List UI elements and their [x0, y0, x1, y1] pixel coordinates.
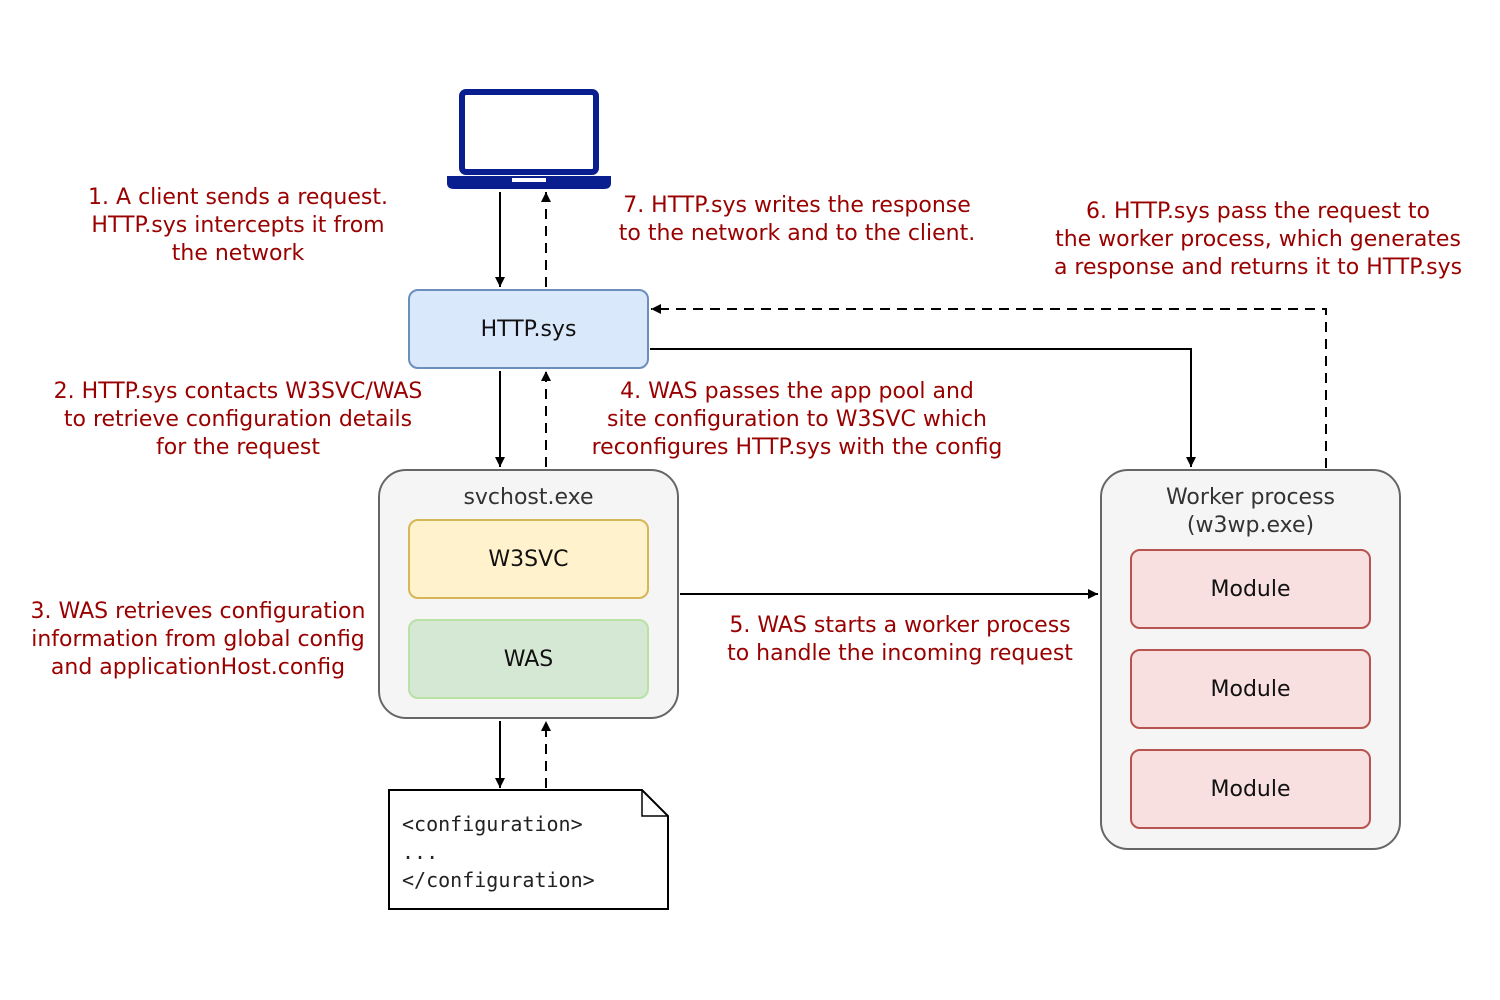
laptop-icon [447, 89, 611, 189]
config-document-shape [388, 789, 669, 910]
step-7-line: to the network and to the client. [618, 221, 976, 246]
config-document-fold [641, 790, 668, 817]
was-box[interactable]: WAS [408, 619, 649, 699]
step-3-note: 3. WAS retrieves configuration informati… [31, 598, 366, 682]
step-1-line: the network [171, 241, 305, 266]
module-box-3[interactable]: Module [1130, 749, 1371, 829]
step-1-line: HTTP.sys intercepts it from [91, 213, 385, 238]
step-6-note: 6. HTTP.sys pass the request to the work… [1054, 198, 1462, 282]
http-sys-label: HTTP.sys [480, 316, 577, 342]
step-7-note: 7. HTTP.sys writes the response to the n… [619, 192, 976, 248]
config-document-text: <configuration>... </configuration> [402, 810, 595, 894]
step-4-line: 4. WAS passes the app pool and [620, 379, 974, 404]
step-6-line: 6. HTTP.sys pass the request to [1086, 199, 1430, 224]
step-2-line: 2. HTTP.sys contacts W3SVC/WAS [53, 379, 423, 404]
step-1-line: 1. A client sends a request. [88, 185, 388, 210]
module-label: Module [1210, 576, 1291, 602]
w3svc-label: W3SVC [488, 546, 569, 572]
config-line-open: <configuration> [402, 812, 583, 836]
step-4-line: site configuration to W3SVC which [607, 407, 987, 432]
step-4-line: reconfigures HTTP.sys with the config [591, 435, 1003, 460]
step-6-line: the worker process, which generates [1055, 227, 1461, 252]
module-label: Module [1210, 676, 1291, 702]
worker-title-line2: (w3wp.exe) [1186, 513, 1315, 538]
module-box-1[interactable]: Module [1130, 549, 1371, 629]
step-7-line: 7. HTTP.sys writes the response [623, 193, 971, 218]
step-2-line: for the request [156, 435, 320, 460]
config-line-close: </configuration> [402, 868, 595, 892]
step-2-line: to retrieve configuration details [63, 407, 413, 432]
module-box-2[interactable]: Module [1130, 649, 1371, 729]
arrow-http-to-worker [650, 348, 1196, 467]
config-line-ellipsis: ... [402, 840, 439, 864]
step-3-line: and applicationHost.config [50, 655, 346, 680]
arrow-worker-to-http [651, 304, 1327, 468]
step-4-note: 4. WAS passes the app pool and site conf… [592, 378, 1003, 462]
step-5-note: 5. WAS starts a worker process to handle… [727, 612, 1073, 668]
worker-title-line1: Worker process [1165, 485, 1336, 510]
step-5-line: 5. WAS starts a worker process [729, 613, 1071, 638]
step-1-note: 1. A client sends a request. HTTP.sys in… [88, 184, 388, 268]
w3svc-box[interactable]: W3SVC [408, 519, 649, 599]
step-6-line: a response and returns it to HTTP.sys [1053, 255, 1463, 280]
module-label: Module [1210, 776, 1291, 802]
step-5-line: to handle the incoming request [727, 641, 1073, 666]
svchost-title: svchost.exe [463, 485, 594, 510]
was-label: WAS [503, 646, 554, 672]
step-3-line: 3. WAS retrieves configuration [30, 599, 366, 624]
http-sys-box[interactable]: HTTP.sys [408, 289, 649, 369]
step-2-note: 2. HTTP.sys contacts W3SVC/WAS to retrie… [54, 378, 423, 462]
step-3-line: information from global config [31, 627, 365, 652]
